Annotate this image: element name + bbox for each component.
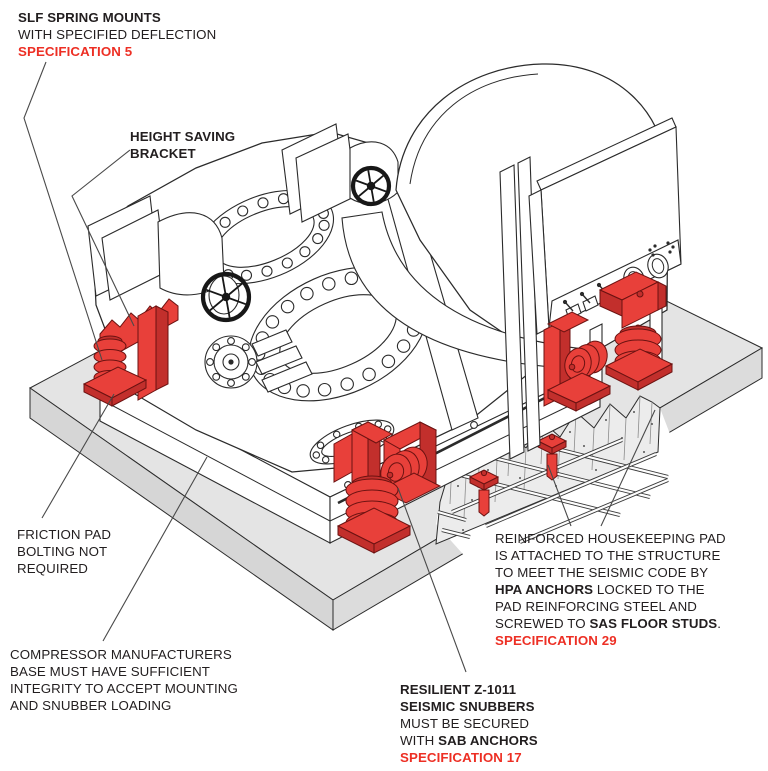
spec-reference: SPECIFICATION 5	[18, 44, 133, 59]
callout-housekeeping-pad: REINFORCED HOUSEKEEPING PAD IS ATTACHED …	[495, 530, 726, 649]
valve-handwheel	[350, 165, 392, 207]
callout-line: AND SNUBBER LOADING	[10, 698, 172, 713]
service-valve-left	[87, 195, 252, 323]
callout-line: INTEGRITY TO ACCEPT MOUNTING	[10, 681, 238, 696]
front-flange	[204, 335, 258, 389]
spec-reference: SPECIFICATION 29	[495, 633, 617, 648]
callout-line: COMPRESSOR MANUFACTURERS	[10, 647, 232, 662]
callout-friction-pad: FRICTION PAD BOLTING NOT REQUIRED	[17, 526, 111, 577]
control-panel	[499, 117, 682, 460]
callout-line: HPA ANCHORS LOCKED TO THE	[495, 582, 705, 597]
hpa-anchor	[536, 433, 568, 481]
callout-heading: SEISMIC SNUBBERS	[400, 699, 535, 714]
service-valve-top	[281, 123, 399, 223]
spring-mount-right	[598, 271, 674, 391]
callout-heading: SLF SPRING MOUNTS	[18, 10, 161, 25]
seismic-snubber-right	[543, 311, 612, 412]
callout-line: FRICTION PAD	[17, 527, 112, 542]
callout-line: BOLTING NOT	[17, 544, 108, 559]
callout-line: BRACKET	[130, 146, 196, 161]
callout-height-saving-bracket: HEIGHT SAVING BRACKET	[130, 128, 235, 162]
callout-seismic-snubbers: RESILIENT Z-1011 SEISMIC SNUBBERS MUST B…	[400, 681, 538, 766]
valve-handwheel	[200, 271, 252, 323]
callout-compressor-base: COMPRESSOR MANUFACTURERS BASE MUST HAVE …	[10, 646, 238, 714]
callout-line: TO MEET THE SEISMIC CODE BY	[495, 565, 709, 580]
callout-line: REINFORCED HOUSEKEEPING PAD	[495, 531, 726, 546]
callout-line: BASE MUST HAVE SUFFICIENT	[10, 664, 211, 679]
callout-line: SCREWED TO SAS FLOOR STUDS.	[495, 616, 722, 631]
callout-line: REQUIRED	[17, 561, 88, 576]
gauge-dial	[647, 253, 669, 279]
callout-line: WITH SAB ANCHORS	[400, 733, 538, 748]
hpa-anchor	[468, 469, 500, 517]
callout-heading: RESILIENT Z-1011	[400, 682, 517, 697]
callout-line: WITH SPECIFIED DEFLECTION	[18, 27, 217, 42]
pad-breakout-section	[435, 395, 670, 572]
leader-lines	[23, 61, 656, 673]
callout-line: MUST BE SECURED	[400, 716, 530, 731]
callout-line: PAD REINFORCING STEEL AND	[495, 599, 697, 614]
callout-line: HEIGHT SAVING	[130, 129, 236, 144]
seismic-snubber-center	[333, 421, 442, 554]
callout-slf-spring-mounts: SLF SPRING MOUNTS WITH SPECIFIED DEFLECT…	[18, 9, 216, 60]
spec-reference: SPECIFICATION 17	[400, 750, 522, 765]
callout-line: IS ATTACHED TO THE STRUCTURE	[495, 548, 721, 563]
snubber-disc	[564, 340, 608, 381]
